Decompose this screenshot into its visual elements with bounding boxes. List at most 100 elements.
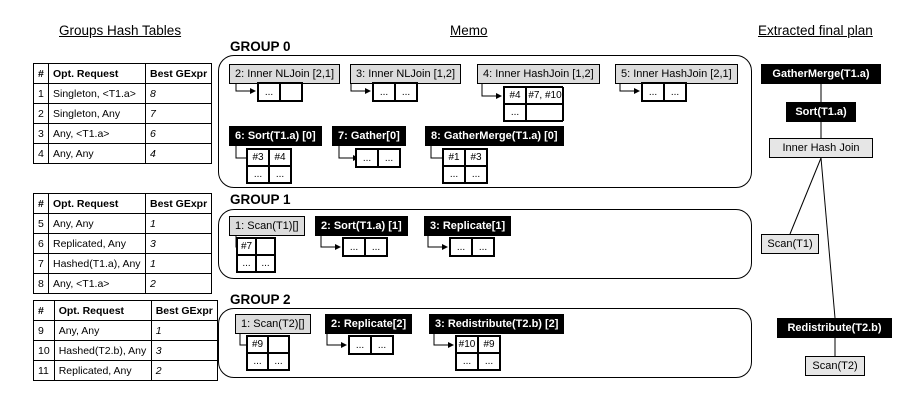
group-2-frame [218,308,752,378]
gexpr-scan-t2: 1: Scan(T2)[] [235,314,311,334]
child-cell: ... [465,166,487,183]
table-cell: Any, <T1.a> [48,273,146,294]
child-cell: ... [349,336,371,354]
column-header: Best GExpr [144,193,213,214]
group-2-label: GROUP 2 [230,292,291,307]
child-cell: ... [371,336,393,354]
child-cell: ... [478,353,500,370]
child-cell: ... [664,83,686,101]
gexpr-link-arrow [338,145,359,161]
gexpr-replicate-group1: 3: Replicate[1] [424,216,512,236]
gexpr-child-grid: ... ... [641,82,687,102]
gexpr-child-grid: ... ... [449,237,495,257]
child-cell: ... [395,83,417,101]
column-header: Opt. Request [53,300,152,321]
child-cell: ... [373,83,395,101]
table-cell: Any, <T1.a> [48,123,146,144]
plan-node-scan-t2: Scan(T2) [805,356,865,376]
table-cell: Replicated, Any [48,233,146,254]
child-cell: #10 [456,336,478,353]
child-cell: ... [247,166,269,183]
gexpr-child-grid: #7 ... ... [236,237,276,273]
child-cell: ... [504,104,526,121]
gexpr-inner-nljoin-2-1: 2: Inner NLJoin [2,1] [229,64,341,84]
group-0-frame [218,55,752,188]
plan-node-inner-hash-join: Inner Hash Join [769,138,873,158]
child-cell: #3 [247,149,269,166]
gexpr-child-grid: ... ... [348,335,394,355]
child-cell: #7 [237,238,256,255]
child-cell: #7, #10 [526,87,564,104]
gexpr-child-grid: ... [257,82,303,102]
gexpr-child-grid: ... ... [342,237,388,257]
gexpr-redistribute-t2b: 3: Redistribute(T2.b) [2] [429,314,565,334]
gexpr-gather: 7: Gather[0] [332,126,406,146]
gexpr-child-grid: #4 #7, #10 ... [503,86,564,122]
table-cell: Any, Any [48,213,146,234]
plan-node-sort: Sort(T1.a) [786,102,856,122]
child-cell: #9 [478,336,500,353]
table-cell: Replicated, Any [53,360,152,381]
child-cell: ... [443,166,465,183]
child-cell: ... [256,255,275,272]
child-cell: ... [269,166,291,183]
child-cell: ... [258,83,280,101]
memo-heading: Memo [450,23,488,38]
gexpr-replicate-group2: 2: Replicate[2] [325,314,413,334]
child-cell: #4 [504,87,526,104]
table-header-row: # Opt. Request Best GExpr [33,193,213,214]
table-header-row: # Opt. Request Best GExpr [33,300,218,321]
column-header: Best GExpr [150,300,218,321]
child-cell: ... [378,149,400,167]
gexpr-child-grid: ... ... [355,148,401,168]
gexpr-inner-hashjoin-1-2: 4: Inner HashJoin [1,2] [477,64,600,84]
gexpr-child-grid: ... ... [372,82,418,102]
column-header: Opt. Request [48,193,146,214]
gexpr-inner-hashjoin-2-1: 5: Inner HashJoin [2,1] [615,64,738,84]
plan-edge [789,157,822,235]
plan-node-scan-t1: Scan(T1) [761,234,819,254]
child-cell: ... [472,238,494,256]
child-cell: ... [247,353,268,370]
child-cell: ... [450,238,472,256]
child-cell [280,83,302,101]
child-cell: ... [356,149,378,167]
child-cell: ... [642,83,664,101]
gexpr-scan-t1: 1: Scan(T1)[] [229,216,305,236]
gexpr-child-grid: #3 #4 ... ... [246,148,292,184]
gexpr-child-grid: #1 #3 ... ... [442,148,488,184]
child-cell: ... [268,353,289,370]
extracted-final-plan-heading: Extracted final plan [758,23,873,38]
table-cell: 2 [150,360,218,381]
child-cell: #3 [465,149,487,166]
child-cell: ... [237,255,256,272]
table-cell: 4 [144,143,213,164]
child-cell: #9 [247,336,268,353]
plan-edge [820,157,836,319]
table-cell: Any, Any [48,143,146,164]
child-cell [526,104,564,121]
child-cell: #4 [269,149,291,166]
child-cell: ... [343,238,365,256]
group-1-frame [218,209,752,279]
child-cell [256,238,275,255]
groups-hash-tables-heading: Groups Hash Tables [59,23,182,38]
child-cell [268,336,289,353]
gexpr-inner-nljoin-1-2: 3: Inner NLJoin [1,2] [350,64,462,84]
table-cell: Hashed(T1.a), Any [48,253,146,274]
plan-node-gathermerge: GatherMerge(T1.a) [761,64,881,84]
gexpr-child-grid: #9 ... ... [246,335,290,371]
gexpr-child-grid: #10 #9 ... ... [455,335,501,371]
group-1-label: GROUP 1 [230,192,291,207]
